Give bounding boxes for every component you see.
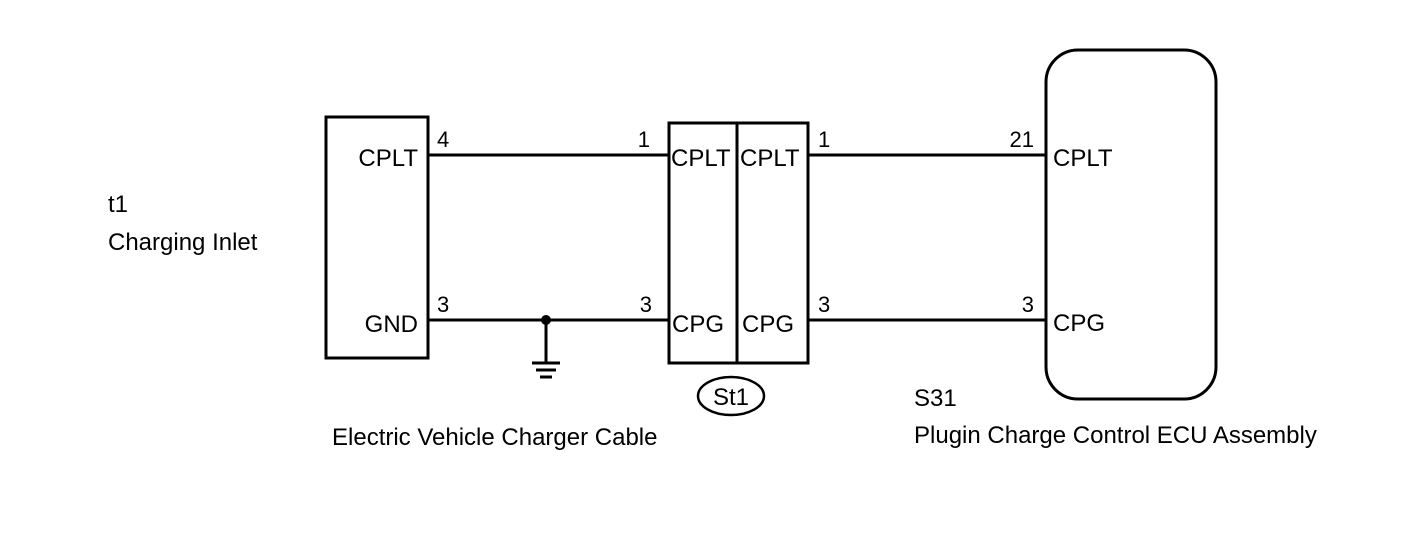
cable-right-pin-cpg-number: 3 [818,292,830,317]
cable-right-pin-cplt-number: 1 [818,127,830,152]
connector-id-label: St1 [713,384,749,411]
ecu-pin-cplt-number: 21 [1010,127,1034,152]
inlet-pin-gnd-number: 3 [437,292,449,317]
connector-id-oval [696,375,766,417]
ecu-name: Plugin Charge Control ECU Assembly [914,422,1317,449]
ecu-pin-cpg-label: CPG [1053,310,1105,337]
charger-cable-name: Electric Vehicle Charger Cable [332,424,658,451]
ecu-id: S31 [914,385,957,412]
charger-cable-connector: CPLT CPLT CPG CPG 1 3 1 3 St1 Electric V… [332,121,830,451]
cable-left-pin-cpg-number: 3 [640,292,652,317]
inlet-pin-cplt-label: CPLT [358,145,418,172]
cable-right-pin-cpg-label: CPG [742,311,794,338]
ground-symbol-icon [532,315,560,379]
inlet-pin-cplt-number: 4 [437,127,449,152]
charging-inlet-box [324,115,430,360]
cable-left-pin-cpg-label: CPG [672,311,724,338]
cable-right-pin-cplt-label: CPLT [740,145,800,172]
charging-inlet-name: Charging Inlet [108,229,258,256]
charging-inlet: t1 Charging Inlet CPLT GND 4 3 [108,115,449,360]
inlet-pin-gnd-label: GND [365,311,418,338]
ecu-pin-cplt-label: CPLT [1053,145,1113,172]
wires [428,153,1046,322]
ecu-pin-cpg-number: 3 [1022,292,1034,317]
charging-inlet-id: t1 [108,191,128,218]
cable-left-pin-cplt-label: CPLT [671,145,731,172]
ecu-assembly: CPLT CPG 21 3 S31 Plugin Charge Control … [914,48,1317,449]
cable-left-pin-cplt-number: 1 [638,127,650,152]
ecu-box [1044,48,1218,401]
